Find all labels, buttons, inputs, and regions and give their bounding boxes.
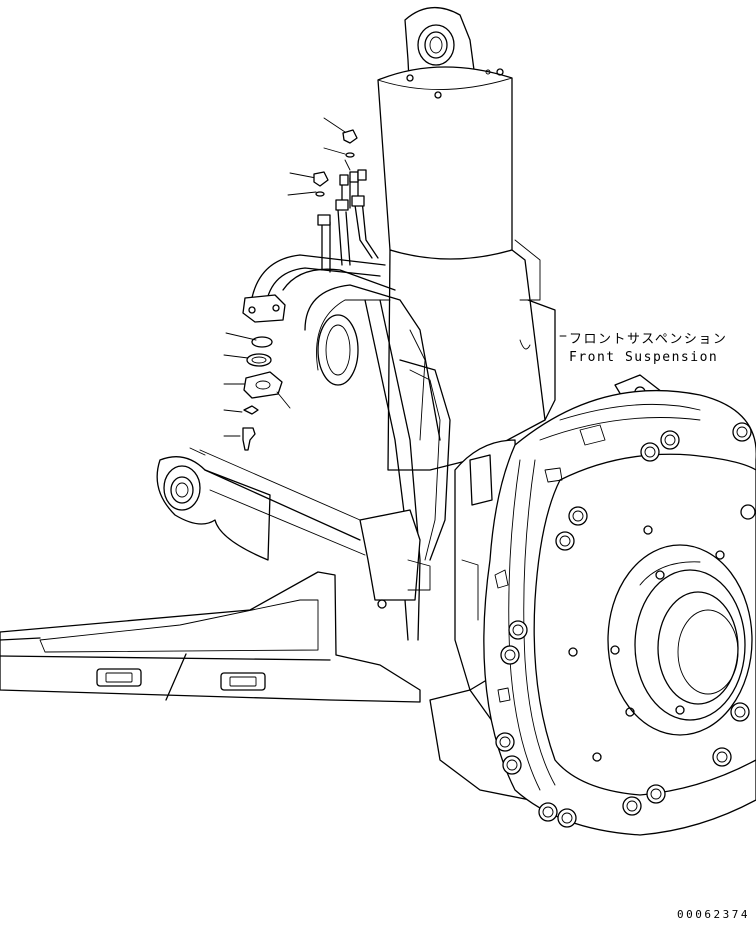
strut-cylinder <box>377 7 556 471</box>
drawing-number: 00062374 <box>677 908 750 921</box>
assembly-label-japanese: フロントサスペンション <box>569 332 728 347</box>
exploded-parts <box>223 117 358 451</box>
wheel-hub <box>429 374 756 836</box>
lower-arm <box>156 447 366 561</box>
axle-frame <box>0 571 421 703</box>
assembly-label-english: Front Suspension <box>569 350 719 365</box>
hydraulic-pipes <box>242 169 451 641</box>
lug-bolts <box>495 422 756 828</box>
